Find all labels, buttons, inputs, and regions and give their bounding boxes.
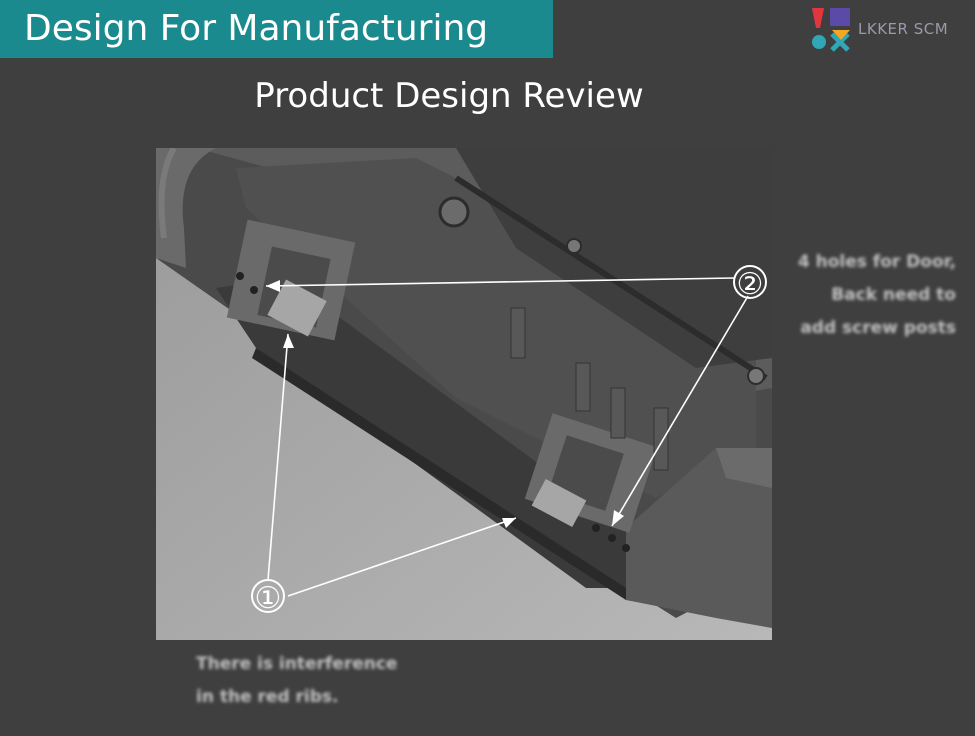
logo-mark-icon xyxy=(812,8,850,52)
logo-text: LKKER SCM xyxy=(858,20,949,38)
callout-1: ① xyxy=(255,581,282,616)
note-line: There is interference xyxy=(196,654,398,674)
header-bar: Design For Manufacturing xyxy=(0,0,553,58)
note-screw-posts: 4 holes for Door, Back need to add screw… xyxy=(784,246,956,345)
page-title: Product Design Review xyxy=(254,76,644,116)
note-interference: There is interference in the red ribs. xyxy=(196,648,456,714)
company-logo: LKKER SCM xyxy=(810,6,970,52)
note-line: in the red ribs. xyxy=(196,687,339,707)
note-line: 4 holes for Door, xyxy=(797,252,956,272)
header-title: Design For Manufacturing xyxy=(24,8,489,49)
cad-model-image: ② ① xyxy=(156,148,772,640)
callout-2: ② xyxy=(737,267,764,302)
note-line: add screw posts xyxy=(800,318,956,338)
note-line: Back need to xyxy=(831,285,956,305)
